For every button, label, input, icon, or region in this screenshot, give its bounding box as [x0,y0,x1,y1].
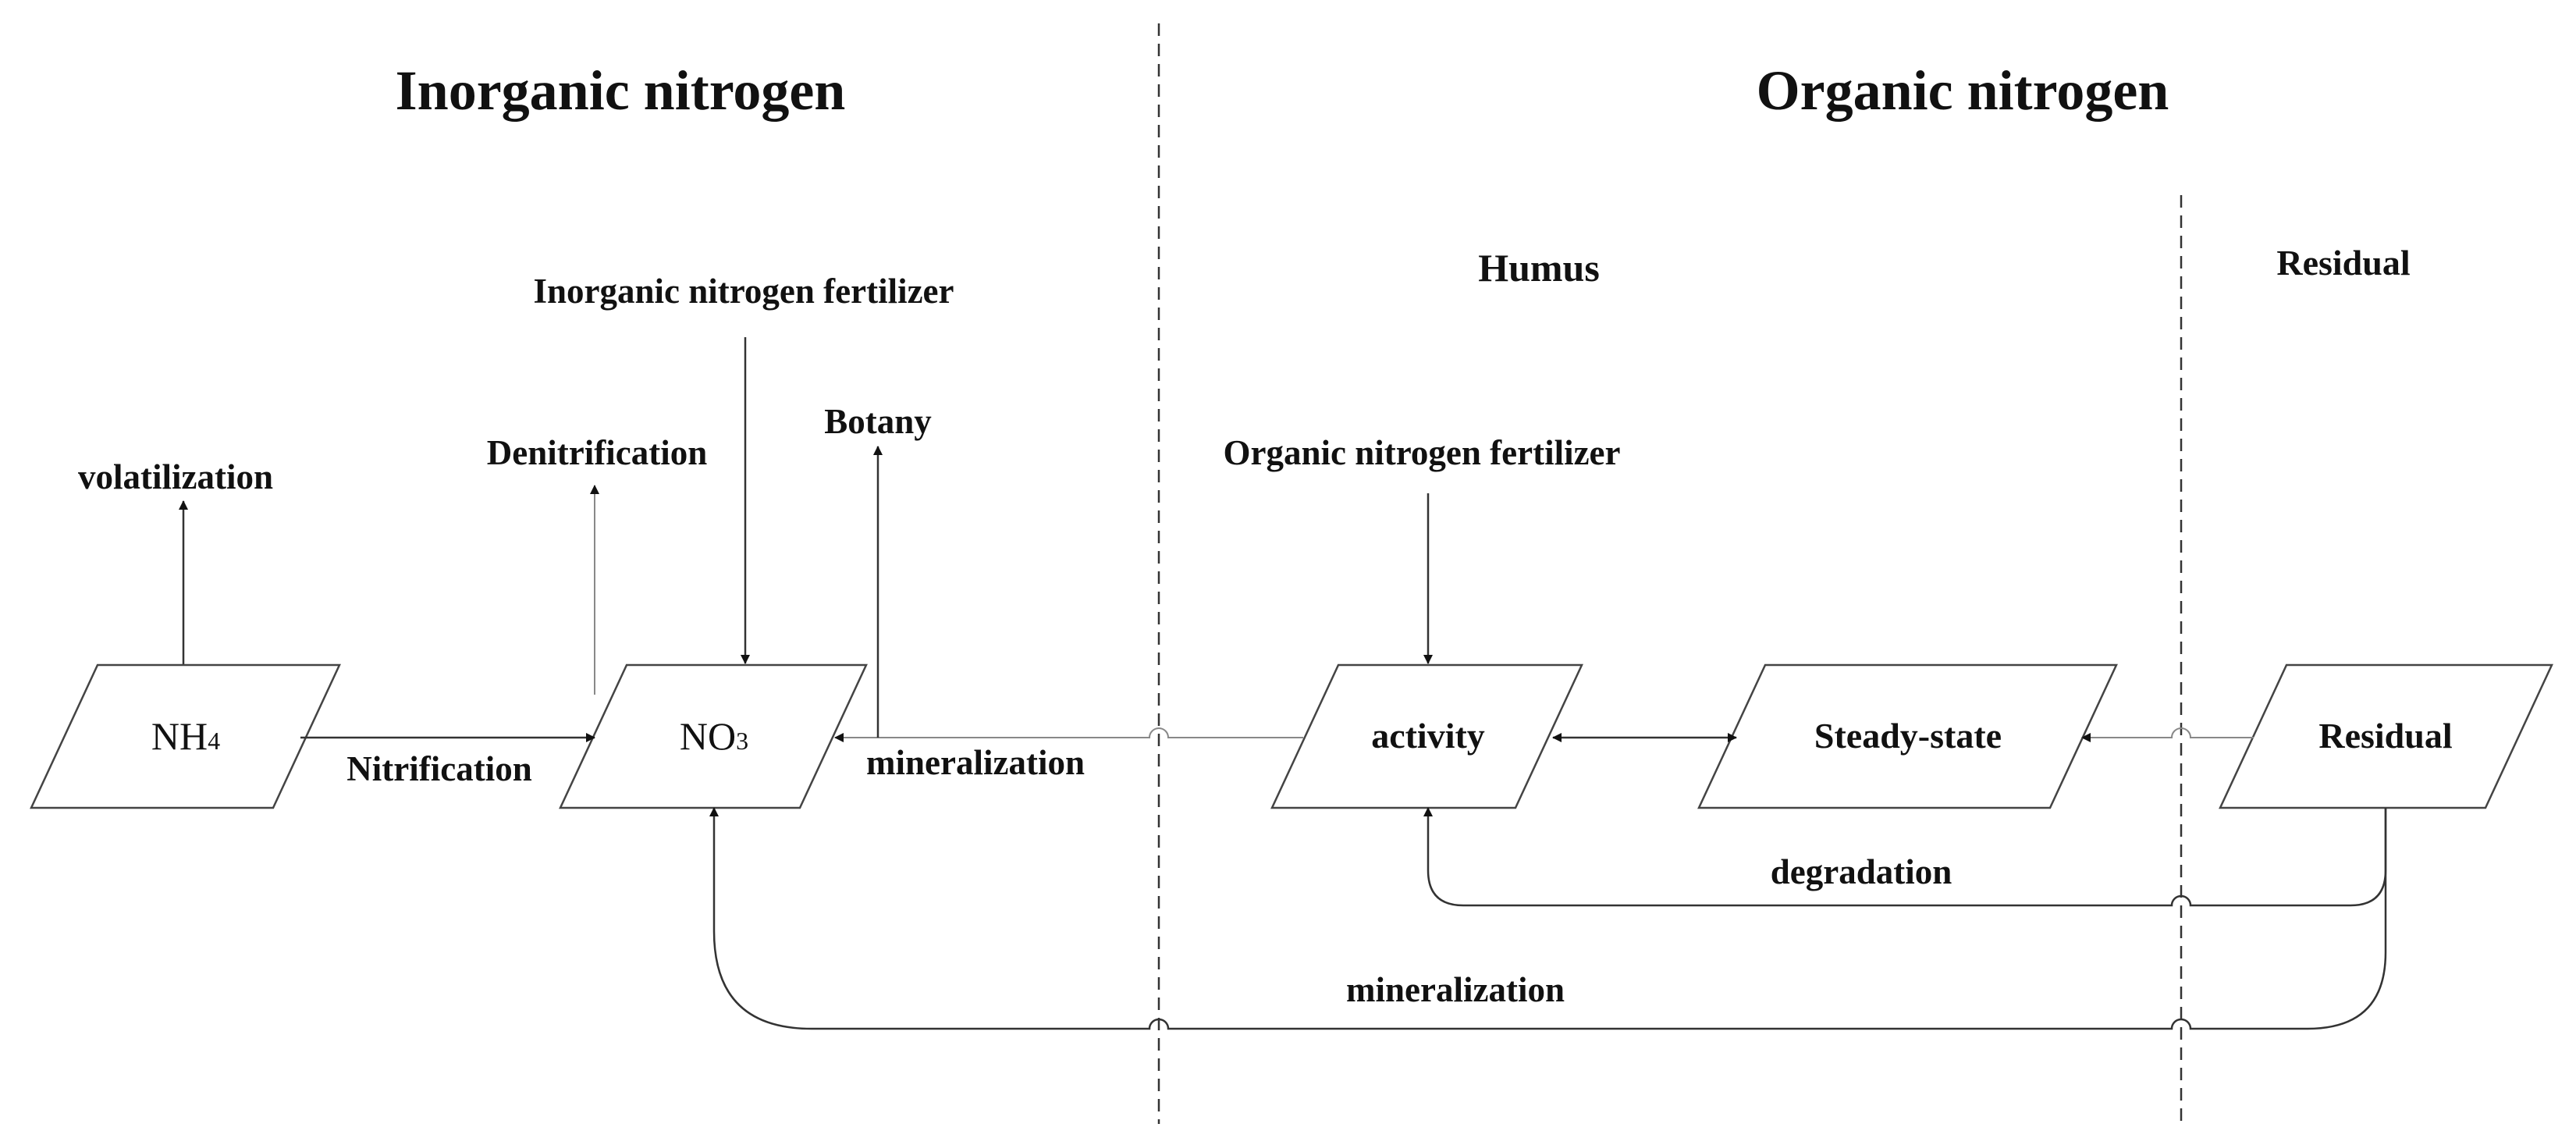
inorganic-fertilizer-label: Inorganic nitrogen fertilizer [533,272,954,311]
upper-mineralization-arrow [834,727,1303,742]
upper-mineralization-label: mineralization [866,743,1085,782]
nh4-node [30,663,341,809]
steady-state-label: Steady-state [1814,716,2002,756]
organic-fertilizer-label: Organic nitrogen fertilizer [1224,433,1621,472]
activity-label: activity [1371,716,1485,756]
lower-mineralization-label: mineralization [1346,970,1565,1009]
activity-node [1270,663,1583,809]
degradation-arrow [1423,807,2387,907]
humus-section-label: Humus [1478,246,1600,290]
residual-section-label: Residual [2276,243,2410,283]
nh4-label: NH4 [151,714,220,758]
residual-node-label: Residual [2318,716,2452,756]
inorganic-nitrogen-header: Inorganic nitrogen [396,59,846,122]
botany-label: Botany [824,402,932,441]
nitrification-label: Nitrification [346,749,531,788]
degradation-label: degradation [1771,852,1952,891]
residual-node [2219,663,2553,809]
steady-state-node [1697,663,2118,809]
residual-to-steady-arrow [2081,727,2254,742]
volatilization-label: volatilization [78,457,273,496]
organic-nitrogen-header: Organic nitrogen [1757,59,2169,122]
lower-mineralization-arrow [709,807,2387,1030]
denitrification-label: Denitrification [487,433,707,472]
no3-label: NO3 [680,714,748,758]
no3-node [559,663,868,809]
